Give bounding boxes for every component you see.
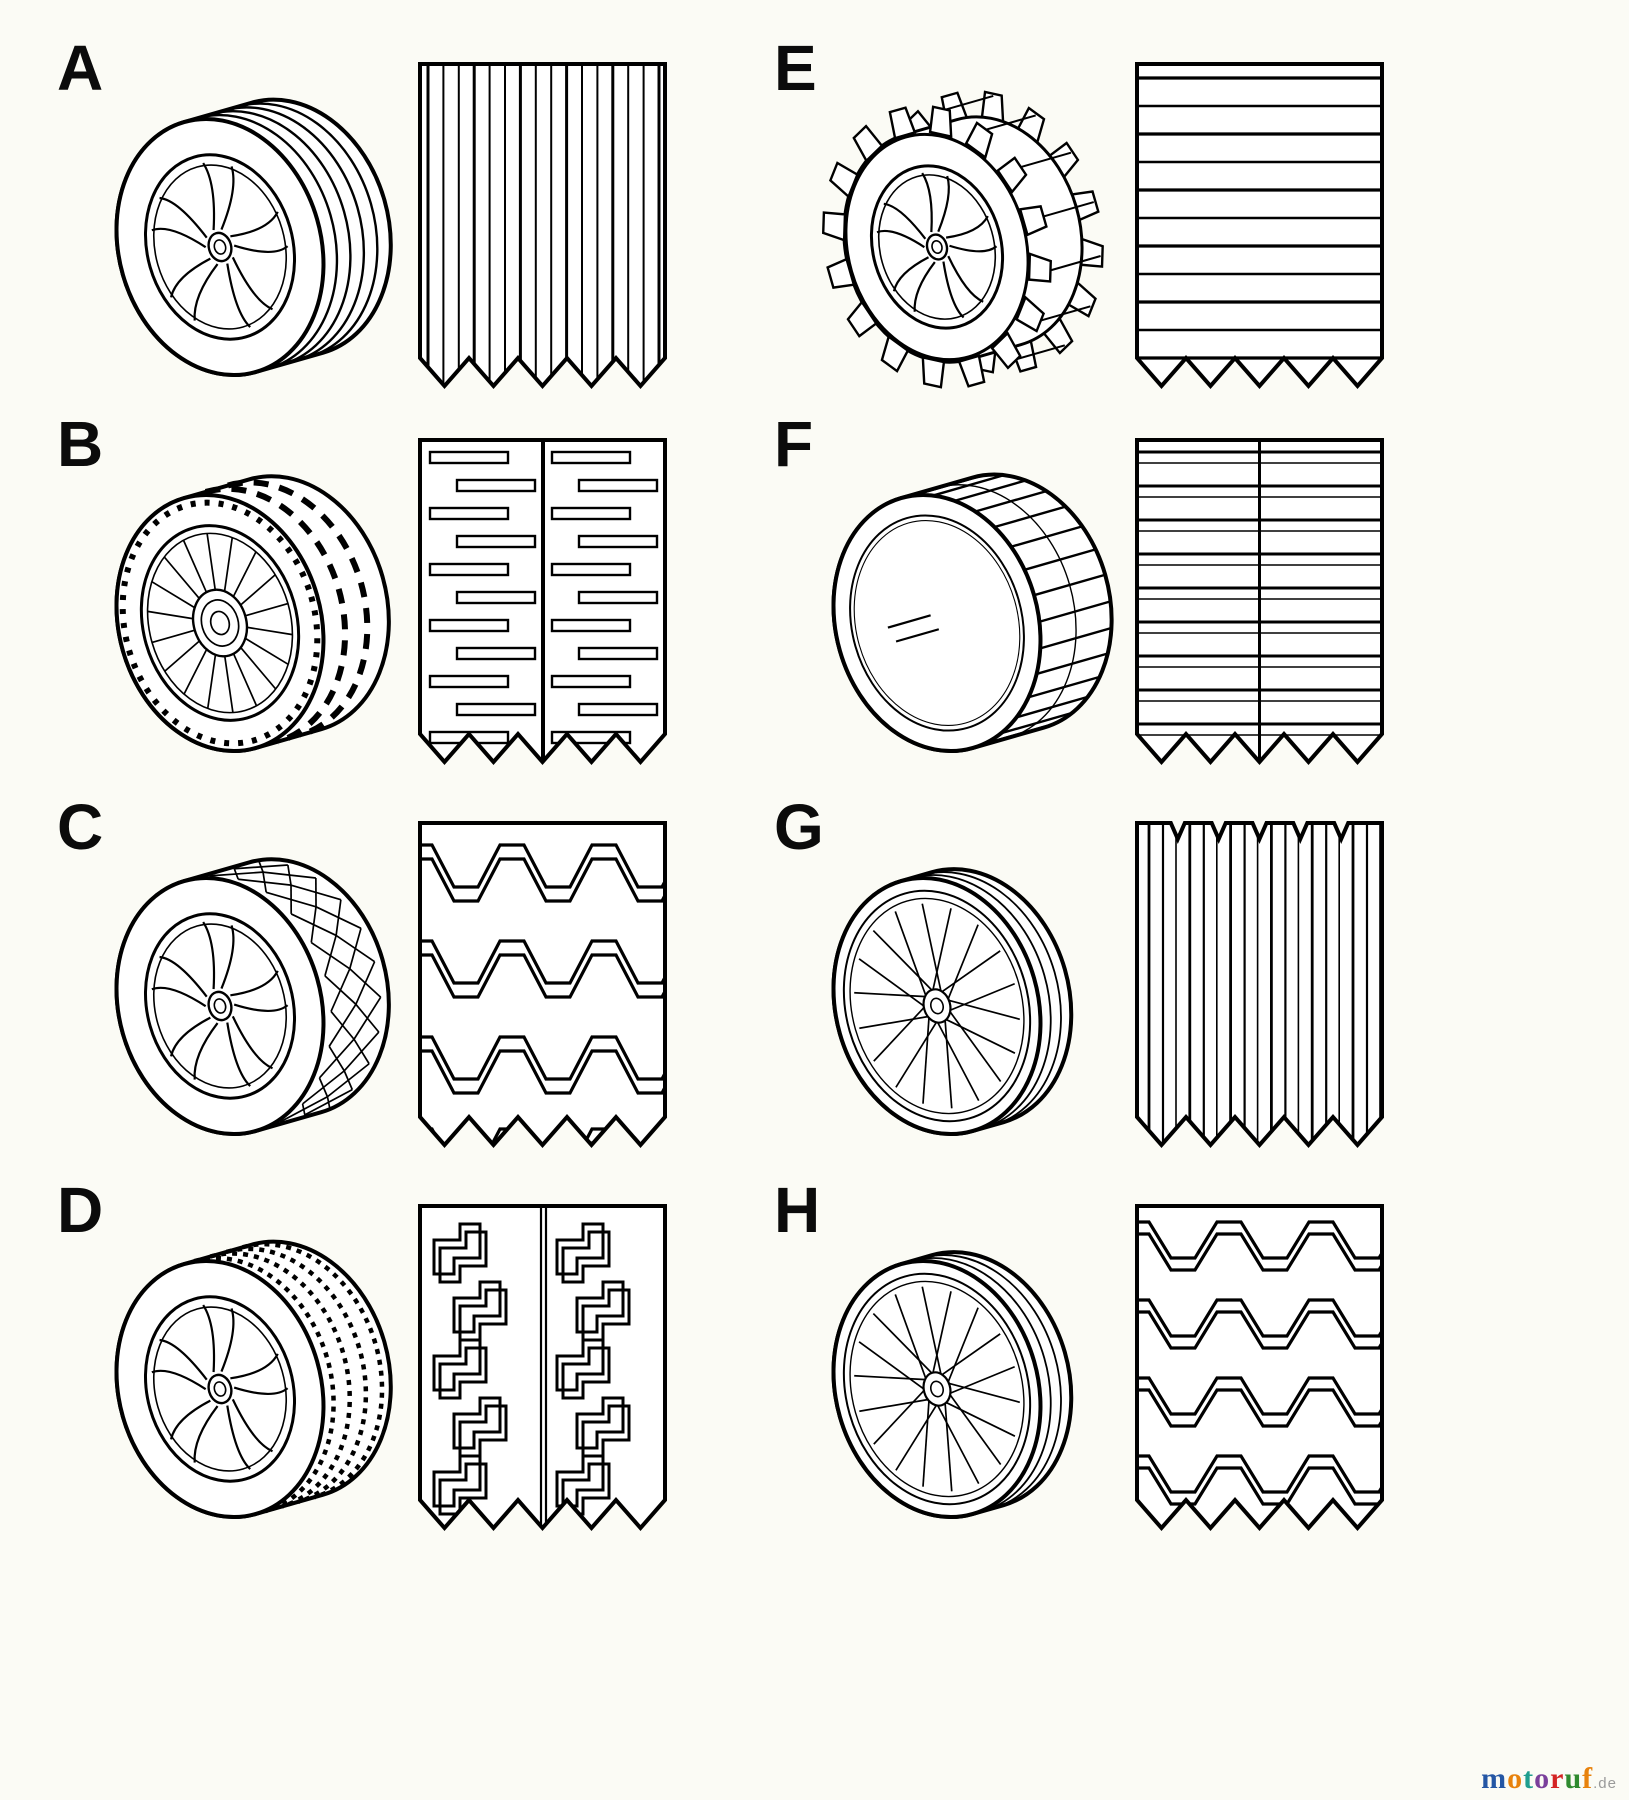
- item-label: B: [57, 408, 104, 480]
- tread-pattern-lines: [428, 440, 659, 762]
- item-label: G: [774, 791, 824, 863]
- tread-swatch-outline: [1135, 821, 1384, 1149]
- watermark-letter[interactable]: r: [1550, 1762, 1565, 1795]
- wheel-drawing: [87, 470, 391, 776]
- tread-swatch-g: [1135, 821, 1384, 1149]
- wheel-face: [804, 853, 1070, 1159]
- wheel-item-c: C: [55, 795, 720, 1175]
- tread-swatch-a: [418, 62, 667, 390]
- wheel-face: [87, 853, 353, 1159]
- tread-swatch-outline: [1135, 62, 1384, 390]
- wheel-drawing: [804, 853, 1074, 1159]
- wheel-illustration-b: [87, 470, 391, 776]
- tread-swatch-b: [418, 438, 667, 766]
- tread-pattern-lines: [1137, 76, 1382, 360]
- wheel-item-h: H: [772, 1178, 1437, 1558]
- wheel-drawing: [791, 64, 1117, 412]
- wheel-face: [87, 1236, 353, 1542]
- wheel-drawing: [87, 1236, 393, 1542]
- wheel-face: [804, 470, 1070, 776]
- tread-swatch-h: [1135, 1204, 1384, 1532]
- wheel-illustration-d: [87, 1236, 393, 1542]
- watermark-letter[interactable]: f: [1582, 1762, 1594, 1795]
- wheel-item-e: E: [772, 36, 1437, 416]
- tread-swatch-outline: [1135, 1204, 1384, 1532]
- tread-swatch-outline: [418, 438, 667, 766]
- wheel-item-b: B: [55, 412, 720, 792]
- item-label: H: [774, 1174, 821, 1246]
- item-label: A: [57, 32, 104, 104]
- tread-swatch-d: [418, 1204, 667, 1532]
- wheel-drawing: [804, 1236, 1074, 1542]
- watermark-letter[interactable]: m: [1481, 1762, 1508, 1795]
- wheel-illustration-a: [87, 94, 393, 400]
- tread-pattern-lines: [1137, 440, 1382, 762]
- wheel-item-d: D: [55, 1178, 720, 1558]
- tread-swatch-outline: [418, 821, 667, 1149]
- wheel-illustration-h: [804, 1236, 1074, 1542]
- wheel-item-f: F: [772, 412, 1437, 792]
- tread-swatch-c: [418, 821, 667, 1149]
- item-label: F: [774, 408, 814, 480]
- wheel-drawing: [87, 94, 393, 400]
- wheel-drawing: [804, 470, 1114, 776]
- tread-swatch-f: [1135, 438, 1384, 766]
- watermark-letter[interactable]: o: [1534, 1762, 1551, 1795]
- tread-swatch-outline: [1135, 438, 1384, 766]
- wheel-illustration-e: [777, 62, 1117, 412]
- wheel-illustration-f: [804, 470, 1114, 776]
- item-label: D: [57, 1174, 104, 1246]
- item-label: E: [774, 32, 817, 104]
- watermark-suffix[interactable]: .de: [1593, 1775, 1617, 1792]
- tread-pattern-lines: [426, 64, 661, 386]
- item-label: C: [57, 791, 104, 863]
- tread-pattern-lines: [420, 843, 665, 1145]
- wheel-face: [791, 79, 1083, 412]
- tread-swatch-e: [1135, 62, 1384, 390]
- wheel-item-g: G: [772, 795, 1437, 1175]
- wheel-face: [87, 470, 353, 776]
- watermark-logo[interactable]: motoruf.de: [1481, 1762, 1617, 1796]
- tread-swatch-outline: [418, 62, 667, 390]
- wheel-face: [804, 1236, 1070, 1542]
- watermark-letter[interactable]: t: [1523, 1762, 1535, 1795]
- wheel-item-a: A: [55, 36, 720, 416]
- watermark-letter[interactable]: o: [1507, 1762, 1524, 1795]
- wheel-drawing: [87, 853, 391, 1159]
- wheel-illustration-g: [804, 853, 1074, 1159]
- tread-swatch-outline: [418, 1204, 667, 1532]
- wheel-face: [87, 94, 353, 400]
- watermark-letter[interactable]: u: [1564, 1762, 1583, 1795]
- wheel-illustration-c: [87, 853, 391, 1159]
